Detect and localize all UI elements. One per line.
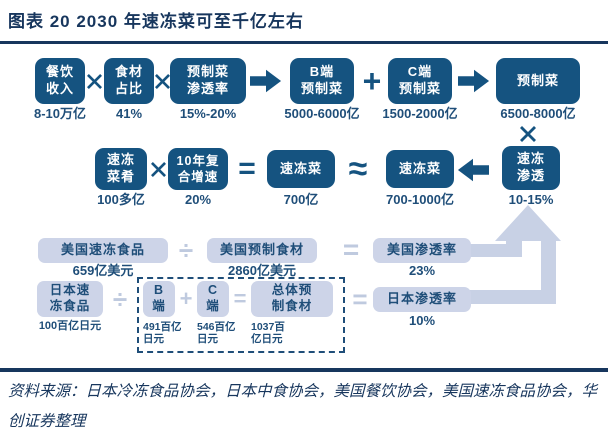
ingredient-ratio-box: 食材 占比 — [104, 58, 154, 104]
value-label: 23% — [408, 263, 436, 278]
b-side-premade-box: B端 预制菜 — [290, 58, 354, 104]
cagr-box: 10年复 合增速 — [168, 148, 228, 190]
equals-operator: = — [352, 283, 368, 314]
c-side-premade-box: C端 预制菜 — [388, 58, 452, 104]
value-label: 20% — [184, 192, 212, 207]
value-label: 2860亿美元 — [228, 263, 296, 278]
japan-frozen-food-box: 日本速 冻食品 — [37, 281, 103, 317]
value-label: 1500-2000亿 — [382, 106, 458, 121]
approx-operator: ≈ — [348, 149, 368, 188]
arrow-left-icon — [456, 157, 490, 183]
figure-title: 图表 20 2030 年速冻菜可至千亿左右 — [8, 12, 304, 31]
value-label: 546百亿 日元 — [197, 321, 236, 346]
value-label: 100多亿 — [97, 192, 145, 207]
arrow-right-icon — [458, 68, 490, 94]
value-label: 700亿 — [283, 192, 319, 207]
japan-premade-group-outline — [137, 277, 345, 353]
value-label: 491百亿 日元 — [143, 321, 182, 346]
us-penetration-box: 美国渗透率 — [373, 238, 471, 263]
value-label: 1037百 亿日元 — [251, 321, 285, 346]
japan-total-premade-box: 总体预 制食材 — [251, 281, 333, 317]
premade-dish-box: 预制菜 — [496, 58, 580, 104]
frozen-dish-box: 速冻 菜肴 — [95, 148, 147, 190]
arrow-right-icon — [250, 68, 282, 94]
value-label: 6500-8000亿 — [500, 106, 576, 121]
multiply-icon — [85, 72, 103, 90]
japan-c-side-box: C 端 — [197, 281, 229, 317]
equals-operator: = — [238, 152, 256, 185]
plus-operator: + — [179, 286, 193, 311]
value-label: 100百亿日元 — [38, 320, 102, 332]
japan-penetration-box: 日本渗透率 — [373, 287, 471, 312]
plus-operator: + — [362, 62, 382, 99]
value-label: 700-1000亿 — [386, 192, 454, 207]
source-note: 资料来源：日本冷冻食品协会，日本中食协会，美国餐饮协会，美国速冻食品协会，华创证… — [8, 383, 598, 431]
value-label: 8-10万亿 — [33, 106, 87, 121]
us-frozen-food-box: 美国速冻食品 — [38, 238, 168, 263]
value-label: 10% — [408, 313, 436, 328]
footer-divider — [0, 368, 608, 372]
multiply-icon — [149, 160, 167, 178]
equals-operator: = — [233, 286, 247, 311]
equals-operator: = — [342, 234, 360, 265]
value-label: 41% — [115, 106, 143, 121]
value-label: 5000-6000亿 — [284, 106, 360, 121]
us-premade-ingredient-box: 美国预制食材 — [207, 238, 317, 263]
divide-operator: ÷ — [178, 235, 194, 265]
divide-operator: ÷ — [112, 284, 128, 314]
multiply-icon — [519, 125, 537, 143]
premade-dish-penetration-box: 预制菜 渗透率 — [170, 58, 246, 104]
value-label: 659亿美元 — [72, 263, 134, 278]
frozen-penetration-box: 速冻 渗透 — [502, 146, 560, 190]
japan-b-side-box: B 端 — [143, 281, 175, 317]
frozen-veg-range-box: 速冻菜 — [386, 150, 454, 188]
catering-revenue-box: 餐饮 收入 — [35, 58, 85, 104]
title-divider — [0, 41, 608, 44]
frozen-veg-700-box: 速冻菜 — [267, 150, 335, 188]
value-label: 15%-20% — [179, 106, 237, 121]
value-label: 10-15% — [508, 192, 554, 207]
multiply-icon — [153, 72, 171, 90]
